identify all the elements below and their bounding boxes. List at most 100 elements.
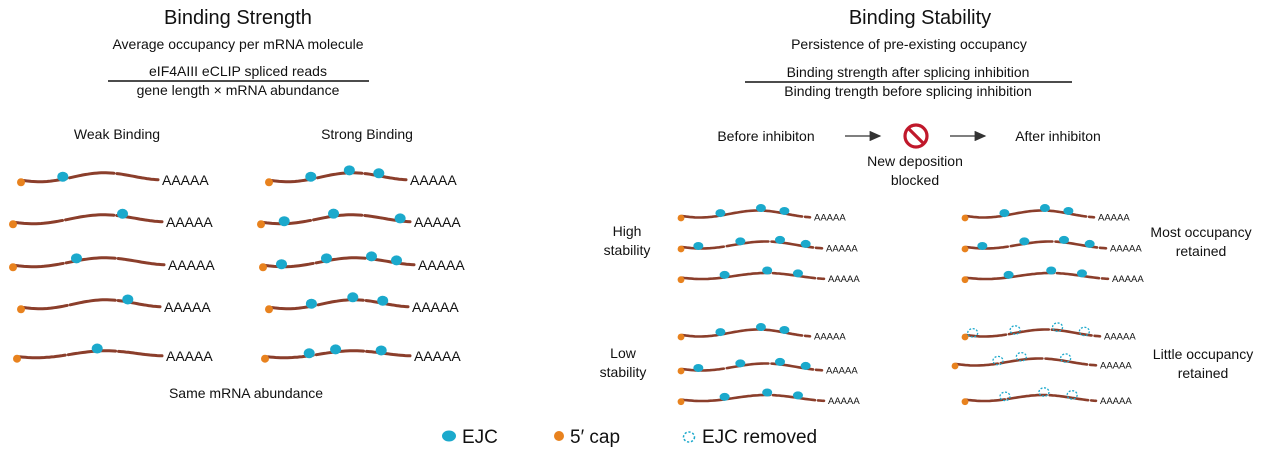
mrna-strand bbox=[680, 328, 812, 338]
binding-stability-panel: Binding Stability Persistence of pre-exi… bbox=[600, 7, 1254, 407]
blocked-label: blocked bbox=[891, 172, 939, 188]
ejc-marker bbox=[715, 328, 726, 337]
ejc-marker bbox=[1076, 269, 1087, 278]
binding-stability-title: Binding Stability bbox=[849, 7, 991, 29]
ejc-marker bbox=[719, 392, 730, 401]
ejc-removed-marker bbox=[1066, 390, 1078, 400]
polya-tail: AAAAA bbox=[828, 396, 860, 407]
ejc-removed-legend-icon bbox=[682, 431, 696, 443]
ejc-removed-marker bbox=[1038, 387, 1050, 397]
mrna-molecule: AAAAA bbox=[677, 235, 858, 254]
cap-legend-label: 5′ cap bbox=[570, 427, 620, 448]
ejc-marker bbox=[57, 171, 69, 182]
mrna-molecule: AAAAA bbox=[13, 343, 213, 364]
polya-tail: AAAAA bbox=[1100, 360, 1132, 371]
ejc-marker bbox=[1046, 266, 1057, 275]
strength-fraction-denominator: gene length × mRNA abundance bbox=[137, 82, 340, 98]
ejc-marker bbox=[775, 357, 785, 366]
polya-tail: AAAAA bbox=[1100, 396, 1132, 407]
mrna-molecule: AAAAA bbox=[9, 253, 215, 273]
mrna-molecule: AAAAA bbox=[961, 204, 1130, 223]
ejc-marker bbox=[755, 204, 766, 213]
mrna-strand bbox=[268, 171, 408, 184]
cap-5prime bbox=[259, 263, 267, 272]
ejc-marker bbox=[999, 209, 1010, 218]
ejc-marker bbox=[321, 253, 332, 264]
ejc-marker bbox=[735, 237, 746, 246]
mrna-strand bbox=[680, 240, 824, 250]
ejc-marker bbox=[1084, 239, 1095, 248]
mrna-strand bbox=[12, 213, 164, 226]
stability-fraction-numerator: Binding strength after splicing inhibiti… bbox=[787, 64, 1030, 80]
ejc-marker bbox=[1059, 235, 1069, 244]
ejc-marker bbox=[71, 253, 82, 264]
ejc-removed-marker bbox=[992, 355, 1004, 366]
little-occupancy-label-line1: Little occupancy bbox=[1153, 346, 1253, 362]
mrna-molecule: AAAAA bbox=[961, 322, 1136, 342]
polya-tail: AAAAA bbox=[1112, 274, 1144, 285]
ejc-marker bbox=[775, 235, 785, 244]
low-stability-after-mrnas: AAAAA AAAAA AAAAA bbox=[951, 322, 1136, 407]
cap-5prime bbox=[17, 178, 25, 187]
ejc-marker bbox=[715, 209, 726, 218]
stability-fraction-denominator: Binding trength before splicing inhibiti… bbox=[784, 83, 1032, 99]
cap-5prime bbox=[951, 362, 959, 370]
polya-tail: AAAAA bbox=[166, 348, 213, 364]
polya-tail: AAAAA bbox=[410, 172, 457, 188]
cap-5prime bbox=[265, 305, 273, 314]
mrna-molecule: AAAAA bbox=[265, 292, 459, 315]
cap-5prime bbox=[9, 263, 17, 272]
ejc-marker bbox=[305, 171, 317, 182]
ejc-marker bbox=[1003, 270, 1014, 279]
mrna-molecule: AAAAA bbox=[259, 251, 465, 273]
mrna-strand bbox=[20, 298, 162, 311]
ejc-marker bbox=[330, 344, 342, 355]
binding-strength-subtitle: Average occupancy per mRNA molecule bbox=[112, 36, 363, 52]
weak-binding-label: Weak Binding bbox=[74, 126, 160, 142]
ejc-removed-marker bbox=[1051, 322, 1064, 332]
ejc-marker bbox=[1039, 204, 1050, 213]
cap-5prime bbox=[677, 333, 685, 341]
cap-5prime bbox=[13, 354, 21, 363]
cap-5prime bbox=[677, 214, 685, 222]
ejc-marker bbox=[122, 294, 134, 305]
ejc-marker bbox=[343, 165, 355, 176]
ejc-marker bbox=[1019, 237, 1030, 246]
ejc-removed-marker bbox=[999, 391, 1011, 402]
cap-5prime bbox=[257, 220, 265, 229]
ejc-marker bbox=[693, 241, 704, 250]
ejc-marker bbox=[391, 255, 402, 266]
ejc-marker bbox=[276, 259, 287, 270]
cap-legend-icon bbox=[554, 431, 564, 441]
mrna-molecule: AAAAA bbox=[17, 171, 209, 188]
ejc-marker bbox=[693, 363, 704, 372]
high-stability-after-mrnas: AAAAA AAAAA AAAAA bbox=[961, 204, 1144, 285]
ejc-removed-marker bbox=[967, 327, 979, 338]
ejc-removed-marker bbox=[1015, 351, 1027, 362]
mrna-molecule: AAAAA bbox=[9, 208, 213, 230]
ejc-marker bbox=[800, 239, 811, 248]
mrna-molecule: AAAAA bbox=[961, 266, 1144, 285]
cap-5prime bbox=[677, 367, 685, 375]
mrna-molecule: AAAAA bbox=[961, 235, 1142, 254]
ejc-marker bbox=[303, 348, 315, 359]
binding-stability-subtitle: Persistence of pre-existing occupancy bbox=[791, 36, 1027, 52]
mrna-molecule: AAAAA bbox=[677, 357, 858, 376]
mrna-molecule: AAAAA bbox=[951, 351, 1132, 371]
polya-tail: AAAAA bbox=[814, 331, 846, 342]
ejc-marker bbox=[1063, 206, 1074, 215]
mrna-strand bbox=[964, 328, 1102, 338]
binding-strength-panel: Binding Strength Average occupancy per m… bbox=[9, 7, 465, 401]
ejc-legend-label: EJC bbox=[462, 427, 498, 448]
polya-tail: AAAAA bbox=[414, 214, 461, 230]
ejc-marker bbox=[735, 359, 746, 368]
polya-tail: AAAAA bbox=[412, 299, 459, 315]
ejc-marker bbox=[779, 206, 790, 215]
cap-5prime bbox=[17, 305, 25, 314]
cap-5prime bbox=[961, 214, 969, 222]
polya-tail: AAAAA bbox=[164, 299, 211, 315]
cap-5prime bbox=[677, 245, 685, 253]
